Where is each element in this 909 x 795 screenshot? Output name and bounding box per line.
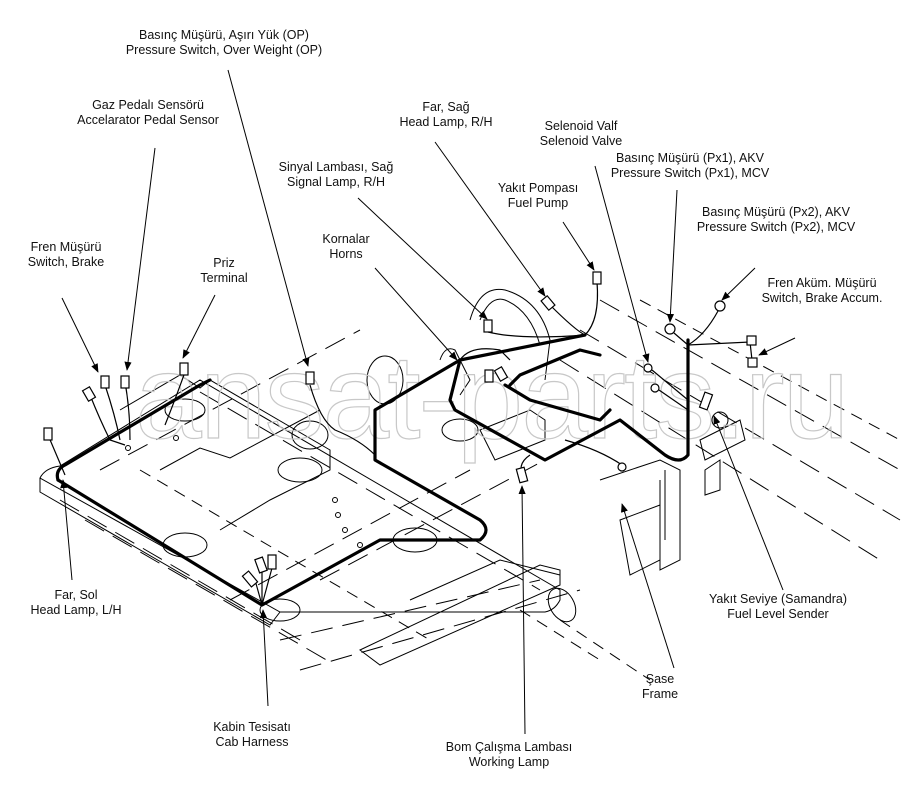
callout-cab-harness: Kabin Tesisatı Cab Harness <box>213 720 291 750</box>
callout-head-lamp-rh: Far, Sağ Head Lamp, R/H <box>399 100 492 130</box>
leader-lines <box>60 69 796 735</box>
callout-terminal: Priz Terminal <box>200 256 247 286</box>
callout-horns: Kornalar Horns <box>322 232 369 262</box>
watermark: ansat-parts.ru <box>135 330 847 464</box>
label-en: Head Lamp, L/H <box>30 603 122 617</box>
label-tr: Fren Müşürü <box>30 240 102 254</box>
label-tr: Kabin Tesisatı <box>213 720 291 734</box>
label-tr: Basınç Müşürü (Px1), AKV <box>616 151 764 165</box>
label-en: Pressure Switch (Px1), MCV <box>610 166 770 180</box>
label-en: Pressure Switch, Over Weight (OP) <box>125 43 323 57</box>
lower-chassis <box>279 559 651 681</box>
callout-head-lamp-lh: Far, Sol Head Lamp, L/H <box>30 588 121 618</box>
label-tr: Kornalar <box>322 232 370 246</box>
label-en: Working Lamp <box>468 755 550 769</box>
label-tr: Şase <box>645 672 675 686</box>
label-en: Switch, Brake Accum. <box>761 291 883 305</box>
main-harness <box>55 333 690 607</box>
callout-accelerator-pedal-sensor: Gaz Pedalı Sensörü Accelarator Pedal Sen… <box>77 98 219 128</box>
label-en: Selenoid Valve <box>539 134 623 148</box>
callout-fuel-pump: Yakıt Pompası Fuel Pump <box>498 181 578 211</box>
callout-signal-lamp-rh: Sinyal Lambası, Sağ Signal Lamp, R/H <box>279 160 394 190</box>
label-tr: Yakıt Pompası <box>497 181 579 195</box>
label-tr: Fren Aküm. Müşürü <box>767 276 877 290</box>
label-en: Pressure Switch (Px2), MCV <box>696 220 856 234</box>
label-en: Frame <box>641 687 679 701</box>
callout-brake-accum-switch: Fren Aküm. Müşürü Switch, Brake Accum. <box>762 276 883 306</box>
callout-working-lamp: Bom Çalışma Lambası Working Lamp <box>446 740 572 770</box>
callout-fuel-level-sender: Yakıt Seviye (Samandra) Fuel Level Sende… <box>709 592 847 622</box>
label-en: Terminal <box>200 271 248 285</box>
label-tr: Far, Sağ <box>422 100 470 114</box>
label-en: Fuel Level Sender <box>727 607 829 621</box>
label-en: Fuel Pump <box>507 196 569 210</box>
label-tr: Bom Çalışma Lambası <box>445 740 573 754</box>
label-en: Head Lamp, R/H <box>399 115 493 129</box>
label-en: Signal Lamp, R/H <box>287 175 385 189</box>
branch-wires <box>43 271 758 606</box>
label-en: Accelarator Pedal Sensor <box>77 113 219 127</box>
callout-pressure-switch-overweight: Basınç Müşürü, Aşırı Yük (OP) Pressure S… <box>126 28 322 58</box>
callout-brake-switch: Fren Müşürü Switch, Brake <box>28 240 104 270</box>
label-tr: Yakıt Seviye (Samandra) <box>708 592 848 606</box>
label-tr: Basınç Müşürü (Px2), AKV <box>702 205 850 219</box>
label-en: Switch, Brake <box>27 255 105 269</box>
callout-selenoid-valve: Selenoid Valf Selenoid Valve <box>540 119 622 149</box>
callout-frame: Şase Frame <box>642 672 678 702</box>
label-tr: Far, Sol <box>54 588 98 602</box>
callout-pressure-switch-px1: Basınç Müşürü (Px1), AKV Pressure Switch… <box>611 151 769 181</box>
label-en: Cab Harness <box>215 735 289 749</box>
label-tr: Sinyal Lambası, Sağ <box>278 160 394 174</box>
label-tr: Priz <box>213 256 235 270</box>
label-tr: Selenoid Valf <box>544 119 618 133</box>
label-tr: Gaz Pedalı Sensörü <box>92 98 204 112</box>
label-tr: Basınç Müşürü, Aşırı Yük (OP) <box>139 28 309 42</box>
label-en: Horns <box>329 247 363 261</box>
callout-pressure-switch-px2: Basınç Müşürü (Px2), AKV Pressure Switch… <box>697 205 855 235</box>
